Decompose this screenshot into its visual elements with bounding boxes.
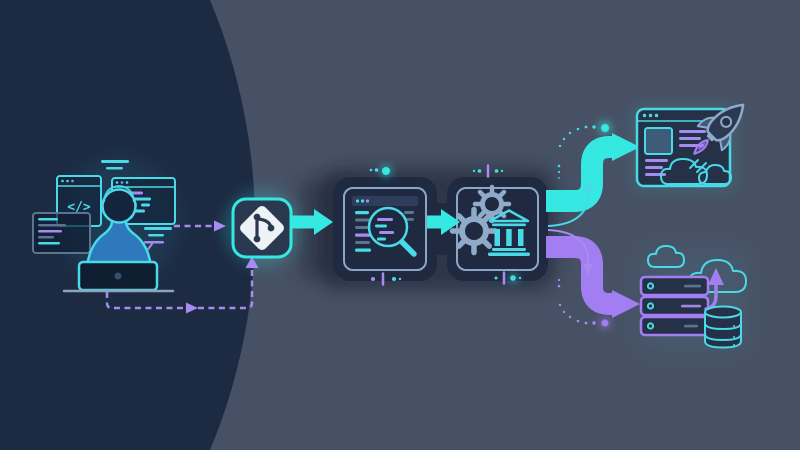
floating-code-lines-top xyxy=(101,160,129,170)
thin-down-arrow xyxy=(547,229,593,276)
edge-git-to-review xyxy=(292,209,333,235)
rocket-flame xyxy=(693,139,709,155)
pipeline-panels xyxy=(333,177,548,281)
rocket-icon xyxy=(693,103,745,155)
thin-up-arrow xyxy=(547,180,593,227)
gear-large xyxy=(449,206,499,256)
laptop xyxy=(77,260,159,292)
database-icon xyxy=(704,305,742,349)
developer-hair xyxy=(103,184,135,203)
developer-node: </> xyxy=(32,160,176,293)
automation-gears-icon xyxy=(449,184,530,256)
dotted-arc-top xyxy=(557,121,612,179)
infra-node xyxy=(639,245,747,349)
edge-developer-to-git xyxy=(174,220,226,232)
gear-small xyxy=(472,184,512,224)
edge-laptop-to-git xyxy=(105,256,259,314)
image-placeholder xyxy=(644,127,673,155)
code-window-c xyxy=(32,212,91,254)
panel-decorations xyxy=(369,164,522,286)
git-node xyxy=(231,197,293,259)
laptop-logo-dot xyxy=(114,272,122,280)
server-stack-icon xyxy=(639,275,710,337)
bank-icon xyxy=(488,209,530,256)
code-review-magnifier-icon xyxy=(352,196,418,257)
developer-head xyxy=(101,188,137,224)
launch-clouds-icon xyxy=(660,158,732,186)
edge-review-to-automation xyxy=(427,209,460,235)
dotted-arc-bottom xyxy=(557,278,611,329)
edge-automation-to-infra xyxy=(546,236,640,318)
git-icon xyxy=(240,206,284,250)
deploy-node xyxy=(635,103,745,188)
code-glyph: </> xyxy=(67,200,91,215)
edge-automation-to-deploy xyxy=(546,133,640,212)
